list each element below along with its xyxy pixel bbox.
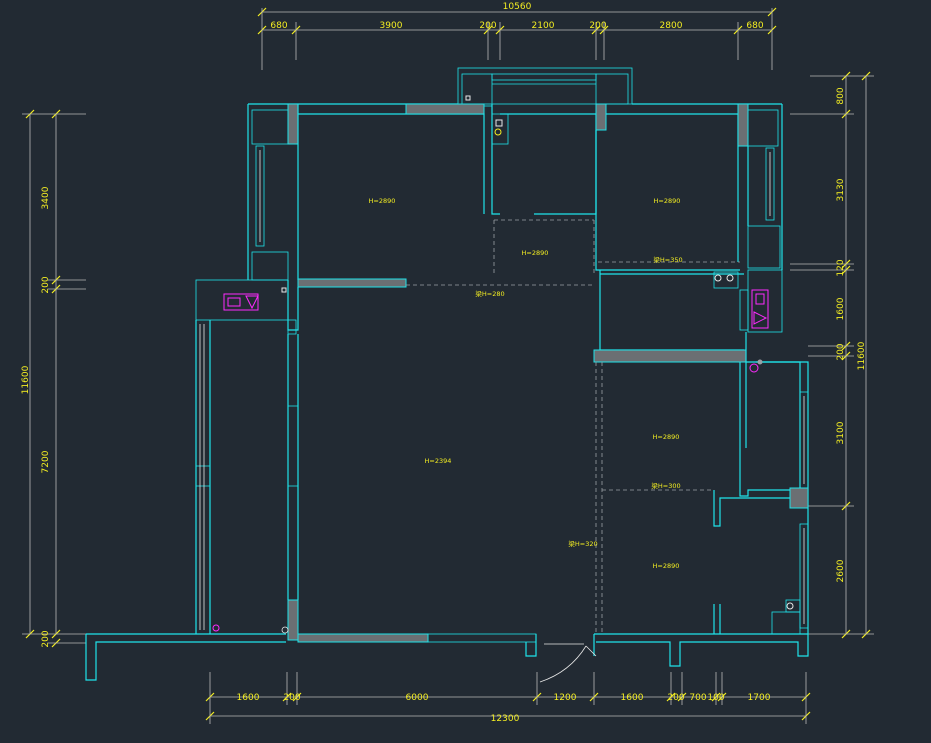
fixture-right (751, 289, 769, 329)
dim-bottom-total: 12300 (491, 714, 520, 724)
dim-right-total: 11600 (857, 341, 867, 370)
dim-right-seg: 3100 (836, 421, 846, 444)
dim-top-seg: 200 (589, 21, 606, 31)
room-label-bedroom-bottom-right: H=2890 (653, 562, 680, 570)
dimension-labels: 10560 680 3900 200 2100 200 2800 680 160… (21, 2, 867, 724)
dim-left-total: 11600 (21, 365, 31, 394)
beam-label-mid-right: 梁H=300 (651, 481, 680, 490)
dim-right-seg: 120 (836, 259, 846, 276)
dim-top-seg: 2100 (532, 21, 555, 31)
dim-right-seg: 3130 (836, 178, 846, 201)
dim-right-seg: 200 (836, 343, 846, 360)
dim-bottom-seg: 200 (667, 693, 684, 703)
dim-top-seg: 200 (479, 21, 496, 31)
room-label-bedroom-top-right: H=2890 (654, 197, 681, 205)
dim-left-seg: 7200 (41, 450, 51, 473)
dim-bottom-seg: 100 (707, 693, 724, 703)
dim-right-seg: 800 (836, 87, 846, 104)
room-label-living-room: H=2394 (425, 457, 452, 465)
room-label-bedroom-top-left: H=2890 (369, 197, 396, 205)
dimension-lines (22, 7, 874, 724)
dim-right-seg: 1600 (836, 297, 846, 320)
dim-top-seg: 3900 (380, 21, 403, 31)
dim-top-seg: 680 (270, 21, 287, 31)
fixture-left (223, 293, 259, 311)
dim-left-seg: 3400 (41, 186, 51, 209)
dim-bottom-seg: 6000 (406, 693, 429, 703)
dim-right-seg: 2600 (836, 559, 846, 582)
room-label-corridor-top: H=2890 (522, 249, 549, 257)
dim-bottom-seg: 700 (689, 693, 706, 703)
dim-left-seg: 200 (41, 630, 51, 647)
beam-label-lower: 梁H=320 (568, 539, 597, 548)
room-labels: H=2890 H=2890 H=2890 梁H=350 梁H=280 H=239… (369, 197, 683, 570)
beam-label-center: 梁H=280 (475, 289, 504, 298)
fixtures (212, 95, 794, 634)
dim-left-seg: 200 (41, 276, 51, 293)
dim-bottom-seg: 1700 (748, 693, 771, 703)
room-label-bedroom-mid-right: H=2890 (653, 433, 680, 441)
dim-bottom-seg: 1600 (237, 693, 260, 703)
dim-bottom-seg: 200 (283, 693, 300, 703)
walls (85, 67, 809, 683)
dim-bottom-seg: 1600 (621, 693, 644, 703)
dim-top-total: 10560 (503, 2, 532, 12)
beam-label-top-right: 梁H=350 (653, 255, 682, 264)
dim-bottom-seg: 1200 (554, 693, 577, 703)
dim-top-seg: 680 (746, 21, 763, 31)
dim-top-seg: 2800 (660, 21, 683, 31)
